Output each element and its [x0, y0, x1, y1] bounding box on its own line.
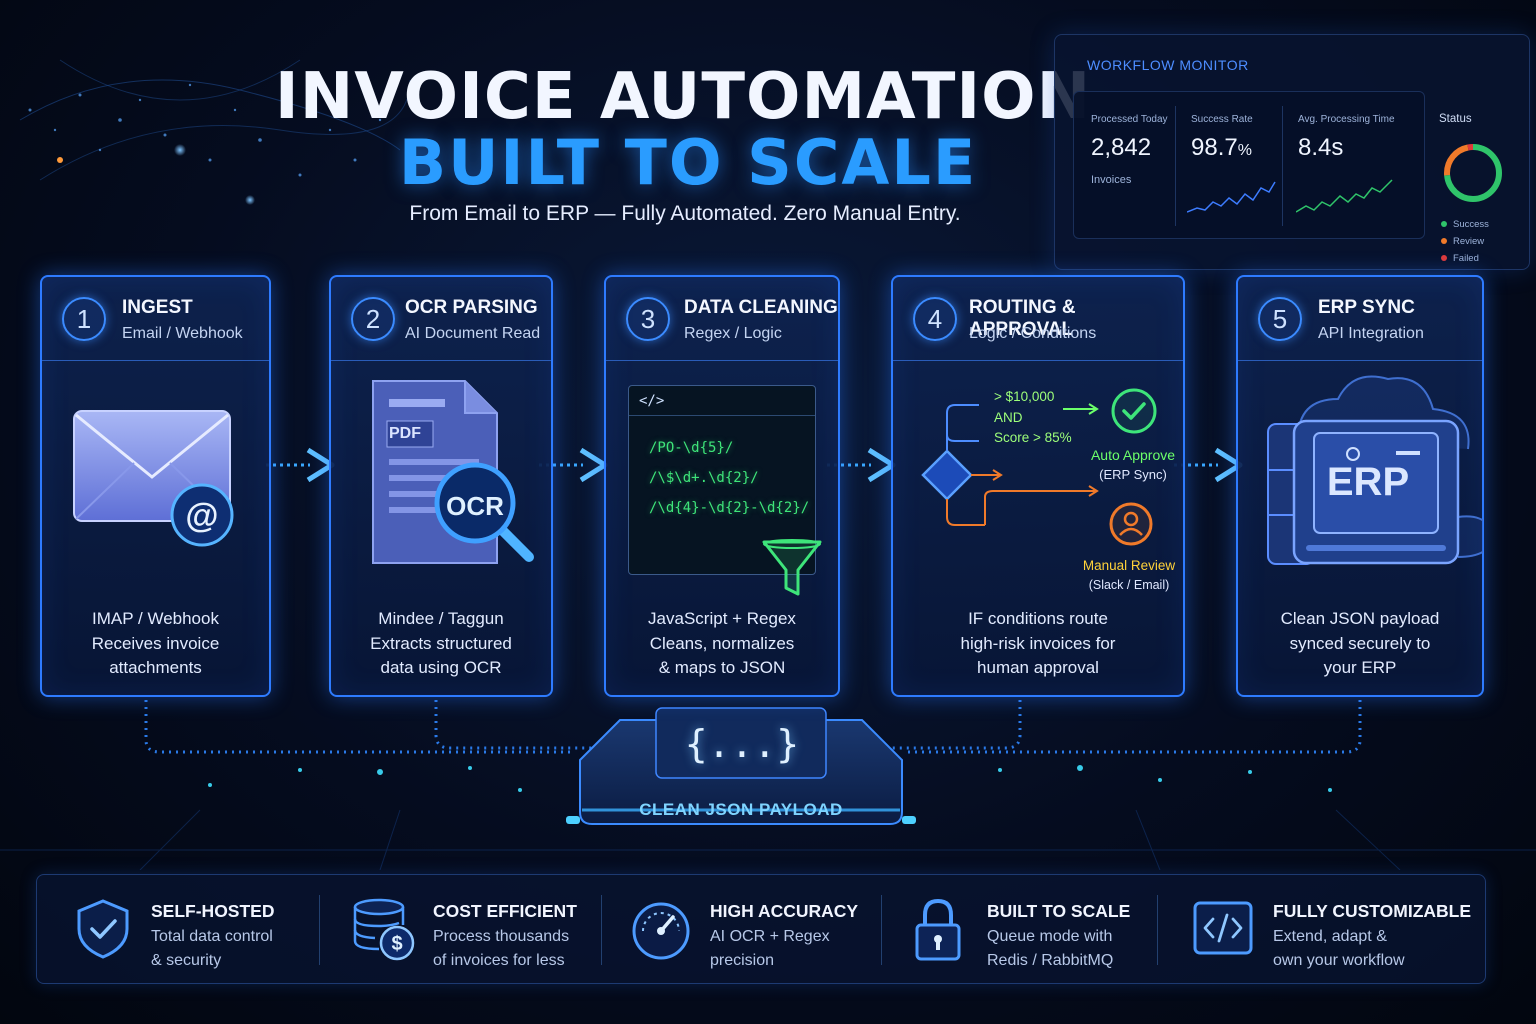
- auto-approve-label: Auto Approve: [1090, 447, 1176, 463]
- step-subtitle: API Integration: [1318, 325, 1424, 342]
- workflow-monitor-panel: WORKFLOW MONITOR Processed Today 2,842 I…: [1054, 34, 1530, 270]
- features-bar: SELF-HOSTED Total data control & securit…: [36, 874, 1486, 984]
- erp-label: ERP: [1326, 460, 1410, 504]
- svg-text:$: $: [391, 933, 402, 955]
- code-icon: </>: [629, 386, 815, 416]
- step-description: IMAP / Webhook Receives invoice attachme…: [91, 609, 220, 677]
- status-legend: Success Review Failed: [1441, 219, 1489, 264]
- svg-text:@: @: [185, 497, 218, 535]
- shield-check-icon: [77, 899, 129, 959]
- status-donut-chart: [1444, 144, 1502, 202]
- erp-server-icon: [1267, 375, 1483, 565]
- step-subtitle: Regex / Logic: [684, 325, 782, 342]
- legend-review: Review: [1441, 236, 1489, 247]
- divider: [1157, 895, 1158, 965]
- step-number: 5: [1258, 297, 1302, 341]
- lock-icon: [915, 898, 961, 961]
- success-value: 98.7%: [1191, 134, 1252, 161]
- feature-title: BUILT TO SCALE: [987, 901, 1131, 921]
- processed-value: 2,842: [1091, 134, 1152, 161]
- step-subtitle: AI Document Read: [405, 325, 541, 342]
- legend-failed: Failed: [1441, 253, 1489, 264]
- feature-description: Total data control & security: [151, 928, 273, 969]
- card-header: 3 DATA CLEANING Regex / Logic: [606, 277, 838, 361]
- monitor-stats-card: Processed Today 2,842 Invoices Success R…: [1073, 91, 1425, 239]
- pdf-label: PDF: [389, 425, 421, 442]
- ocr-label: OCR: [446, 491, 504, 521]
- feature-description: Process thousands of invoices for less: [433, 928, 570, 969]
- gauge-icon: [632, 902, 690, 960]
- card-header: 1 INGEST Email / Webhook: [42, 277, 269, 361]
- manual-review-sub: (Slack / Email): [1088, 578, 1170, 592]
- code-brackets-icon: [1193, 901, 1253, 955]
- feature-description: Queue mode with Redis / RabbitMQ: [987, 928, 1114, 969]
- step-title: ERP SYNC: [1318, 297, 1415, 318]
- user-review-icon: [1109, 502, 1153, 546]
- step-description: JavaScript + Regex Cleans, normalizes & …: [648, 609, 796, 677]
- feature-description: AI OCR + Regex precision: [710, 928, 830, 969]
- step-card-erp: 5 ERP SYNC API Integration ERP Clean JSO…: [1236, 275, 1484, 697]
- success-sparkline: [1187, 181, 1276, 213]
- card-header: 2 OCR PARSING AI Document Read: [331, 277, 551, 361]
- step-title: DATA CLEANING: [684, 297, 838, 318]
- step-subtitle: Email / Webhook: [122, 325, 243, 342]
- status-label: Status: [1439, 113, 1472, 125]
- coins-dollar-icon: $: [353, 898, 415, 961]
- step-number: 4: [913, 297, 957, 341]
- step-description: Mindee / Taggun Extracts structured data…: [370, 609, 512, 677]
- page-title: INVOICE AUTOMATION: [274, 60, 1092, 134]
- avg-time-value: 8.4s: [1298, 134, 1344, 161]
- feature-title: FULLY CUSTOMIZABLE: [1273, 901, 1472, 921]
- card-header: 5 ERP SYNC API Integration: [1238, 277, 1482, 361]
- avg-time-sparkline: [1296, 179, 1393, 213]
- step-number: 2: [351, 297, 395, 341]
- check-circle-icon: [1111, 388, 1157, 434]
- divider: [319, 895, 320, 965]
- ocr-document-icon: [372, 380, 534, 564]
- page-title-accent: BUILT TO SCALE: [398, 126, 978, 199]
- step-title: INGEST: [122, 297, 193, 318]
- step-description: Clean JSON payload synced securely to yo…: [1280, 609, 1440, 677]
- step-description: IF conditions route high-risk invoices f…: [960, 609, 1116, 677]
- step-card-ocr: 2 OCR PARSING AI Document Read PDF OCR M…: [329, 275, 553, 697]
- step-card-ingest: 1 INGEST Email / Webhook @ IMAP / Webhoo…: [40, 275, 271, 697]
- auto-approve-sub: (ERP Sync): [1099, 467, 1167, 482]
- feature-title: COST EFFICIENT: [433, 901, 577, 921]
- email-icon: @: [73, 410, 234, 547]
- network-map-decoration: [19, 59, 411, 205]
- divider: [881, 895, 882, 965]
- card-header: 4 ROUTING & APPROVAL Logic / Conditions: [893, 277, 1183, 361]
- monitor-title: WORKFLOW MONITOR: [1087, 57, 1249, 73]
- regex-line: /\d{4}-\d{2}-\d{2}/: [649, 500, 810, 516]
- divider: [1175, 106, 1176, 226]
- step-subtitle: Logic / Conditions: [969, 325, 1097, 342]
- processed-unit: Invoices: [1091, 174, 1132, 186]
- avg-time-label: Avg. Processing Time: [1298, 114, 1395, 125]
- page-subtitle: From Email to ERP — Fully Automated. Zer…: [409, 202, 961, 225]
- step-number: 1: [62, 297, 106, 341]
- manual-review-label: Manual Review: [1082, 558, 1176, 573]
- success-label: Success Rate: [1191, 114, 1253, 125]
- routing-icon: [921, 403, 1099, 526]
- step-title: ROUTING & APPROVAL: [969, 297, 1076, 340]
- hub-label: CLEAN JSON PAYLOAD: [639, 800, 843, 819]
- feature-title: HIGH ACCURACY: [710, 901, 859, 921]
- connector-network: [0, 700, 1536, 870]
- step-number: 3: [626, 297, 670, 341]
- feature-description: Extend, adapt & own your workflow: [1273, 928, 1405, 969]
- regex-line: /\$\d+.\d{2}/: [649, 470, 759, 486]
- processed-label: Processed Today: [1091, 114, 1168, 125]
- json-braces-icon: {...}: [684, 722, 800, 766]
- feature-title: SELF-HOSTED: [151, 901, 275, 921]
- filter-funnel-icon: [762, 539, 822, 596]
- step-card-routing: 4 ROUTING & APPROVAL Logic / Conditions …: [891, 275, 1185, 697]
- legend-success: Success: [1441, 219, 1489, 230]
- regex-line: /PO-\d{5}/: [649, 440, 734, 456]
- divider: [1282, 106, 1283, 226]
- step-title: OCR PARSING: [405, 297, 538, 318]
- divider: [601, 895, 602, 965]
- json-payload-hub: [566, 707, 916, 825]
- routing-condition: > $10,000 AND Score > 85%: [994, 389, 1072, 445]
